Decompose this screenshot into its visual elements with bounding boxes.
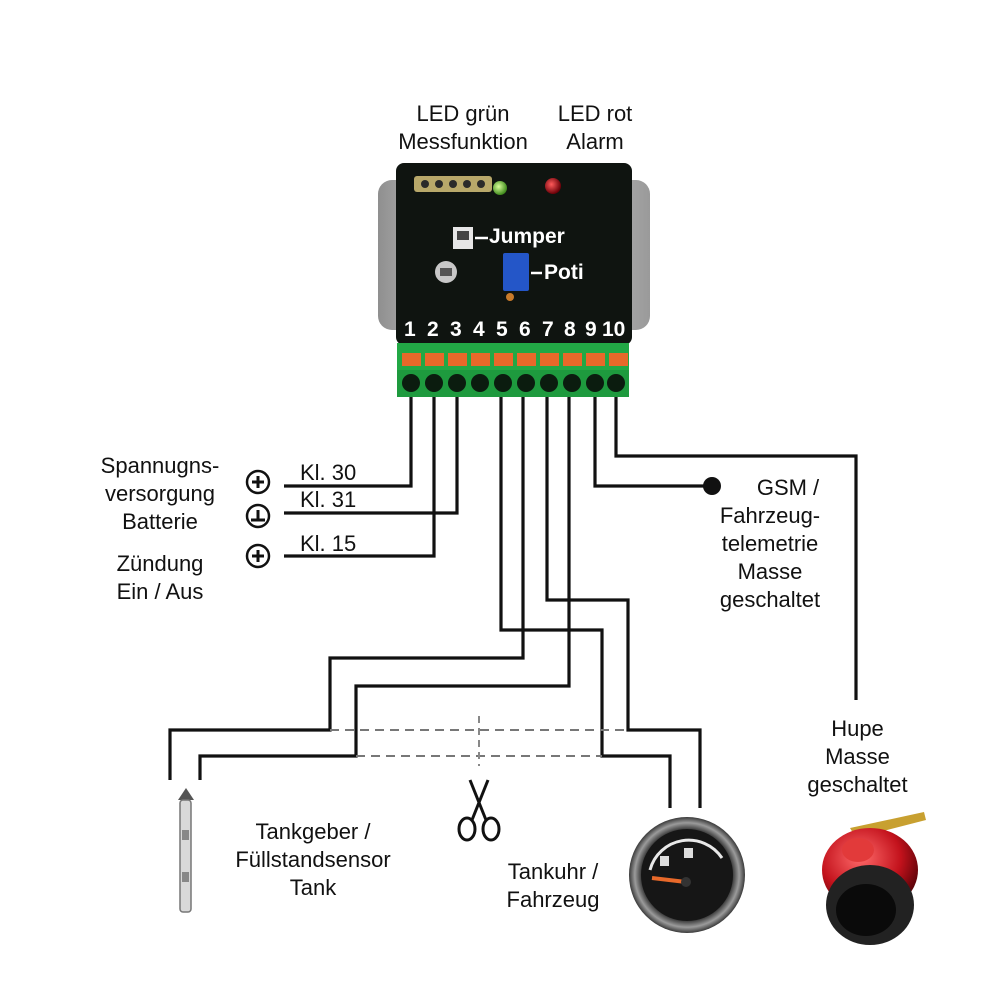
terminal-number-9: 9 xyxy=(585,318,597,341)
ignition-line-1: Zündung xyxy=(116,551,204,576)
battery-supply-label: Spannugns- versorgung Batterie xyxy=(80,452,240,536)
led-red xyxy=(545,178,561,194)
wires xyxy=(168,397,858,808)
terminal-number-3: 3 xyxy=(450,318,462,341)
sensor-line-1: Tankgeber / xyxy=(255,819,371,844)
kl31-label: Kl. 31 xyxy=(300,487,357,512)
horn xyxy=(822,812,926,945)
led-green-label: LED grün Messfunktion xyxy=(398,100,528,156)
gsm-line-5: geschaltet xyxy=(719,587,821,612)
battery-line-1: Spannugns- xyxy=(100,453,220,478)
fuel-gauge-label: Tankuhr / Fahrzeug xyxy=(488,858,618,914)
terminal-screws xyxy=(402,374,625,392)
gsm-label: GSM / Fahrzeug- telemetrie Masse geschal… xyxy=(700,474,840,614)
tank-sensor xyxy=(178,788,194,913)
ignition-label: Zündung Ein / Aus xyxy=(90,550,230,606)
ignition-line-2: Ein / Aus xyxy=(116,579,204,604)
terminal-orange-tabs xyxy=(402,353,628,366)
kl30-label: Kl. 30 xyxy=(300,460,357,485)
horn-line-1: Hupe xyxy=(831,716,884,741)
battery-line-2: versorgung xyxy=(104,481,216,506)
gauge-line-1: Tankuhr / xyxy=(507,859,599,884)
terminal-number-8: 8 xyxy=(564,318,576,341)
poti-label: Poti xyxy=(544,261,584,284)
led-green-title: LED grün xyxy=(416,101,510,126)
led-red-label: LED rot Alarm xyxy=(540,100,650,156)
horn-line-2: Masse xyxy=(825,744,890,769)
scissors-icon xyxy=(457,779,501,842)
led-green-function: Messfunktion xyxy=(398,129,528,154)
ground-terminal-icon xyxy=(245,503,271,529)
control-module xyxy=(378,163,650,397)
tank-sensor-label: Tankgeber / Füllstandsensor Tank xyxy=(218,818,408,902)
plus-terminal-icon xyxy=(245,469,271,495)
jumper-label: Jumper xyxy=(489,225,565,248)
sensor-line-3: Tank xyxy=(289,875,337,900)
fuel-gauge xyxy=(629,817,745,933)
led-green xyxy=(493,181,507,195)
gsm-line-4: Masse xyxy=(737,559,803,584)
battery-line-3: Batterie xyxy=(122,509,198,534)
gsm-line-2: Fahrzeug- xyxy=(719,503,821,528)
led-red-function: Alarm xyxy=(566,129,624,154)
gsm-line-1: GSM / xyxy=(756,475,820,500)
gauge-line-2: Fahrzeug xyxy=(506,887,600,912)
gsm-line-3: telemetrie xyxy=(721,531,819,556)
potentiometer[interactable] xyxy=(503,253,529,291)
sensor-line-2: Füllstandsensor xyxy=(235,847,391,872)
terminal-number-10: 10 xyxy=(602,318,626,341)
terminal-number-1: 1 xyxy=(404,318,416,341)
horn-line-3: geschaltet xyxy=(807,772,908,797)
plus-terminal-icon xyxy=(245,543,271,569)
terminal-number-2: 2 xyxy=(427,318,439,341)
terminal-number-4: 4 xyxy=(473,318,485,341)
terminal-number-6: 6 xyxy=(519,318,531,341)
gsm-connection-dot xyxy=(703,477,721,495)
terminal-number-7: 7 xyxy=(542,318,554,341)
terminal-number-5: 5 xyxy=(496,318,508,341)
kl15-label: Kl. 15 xyxy=(300,531,357,556)
horn-label: Hupe Masse geschaltet xyxy=(790,715,925,799)
led-red-title: LED rot xyxy=(557,101,633,126)
